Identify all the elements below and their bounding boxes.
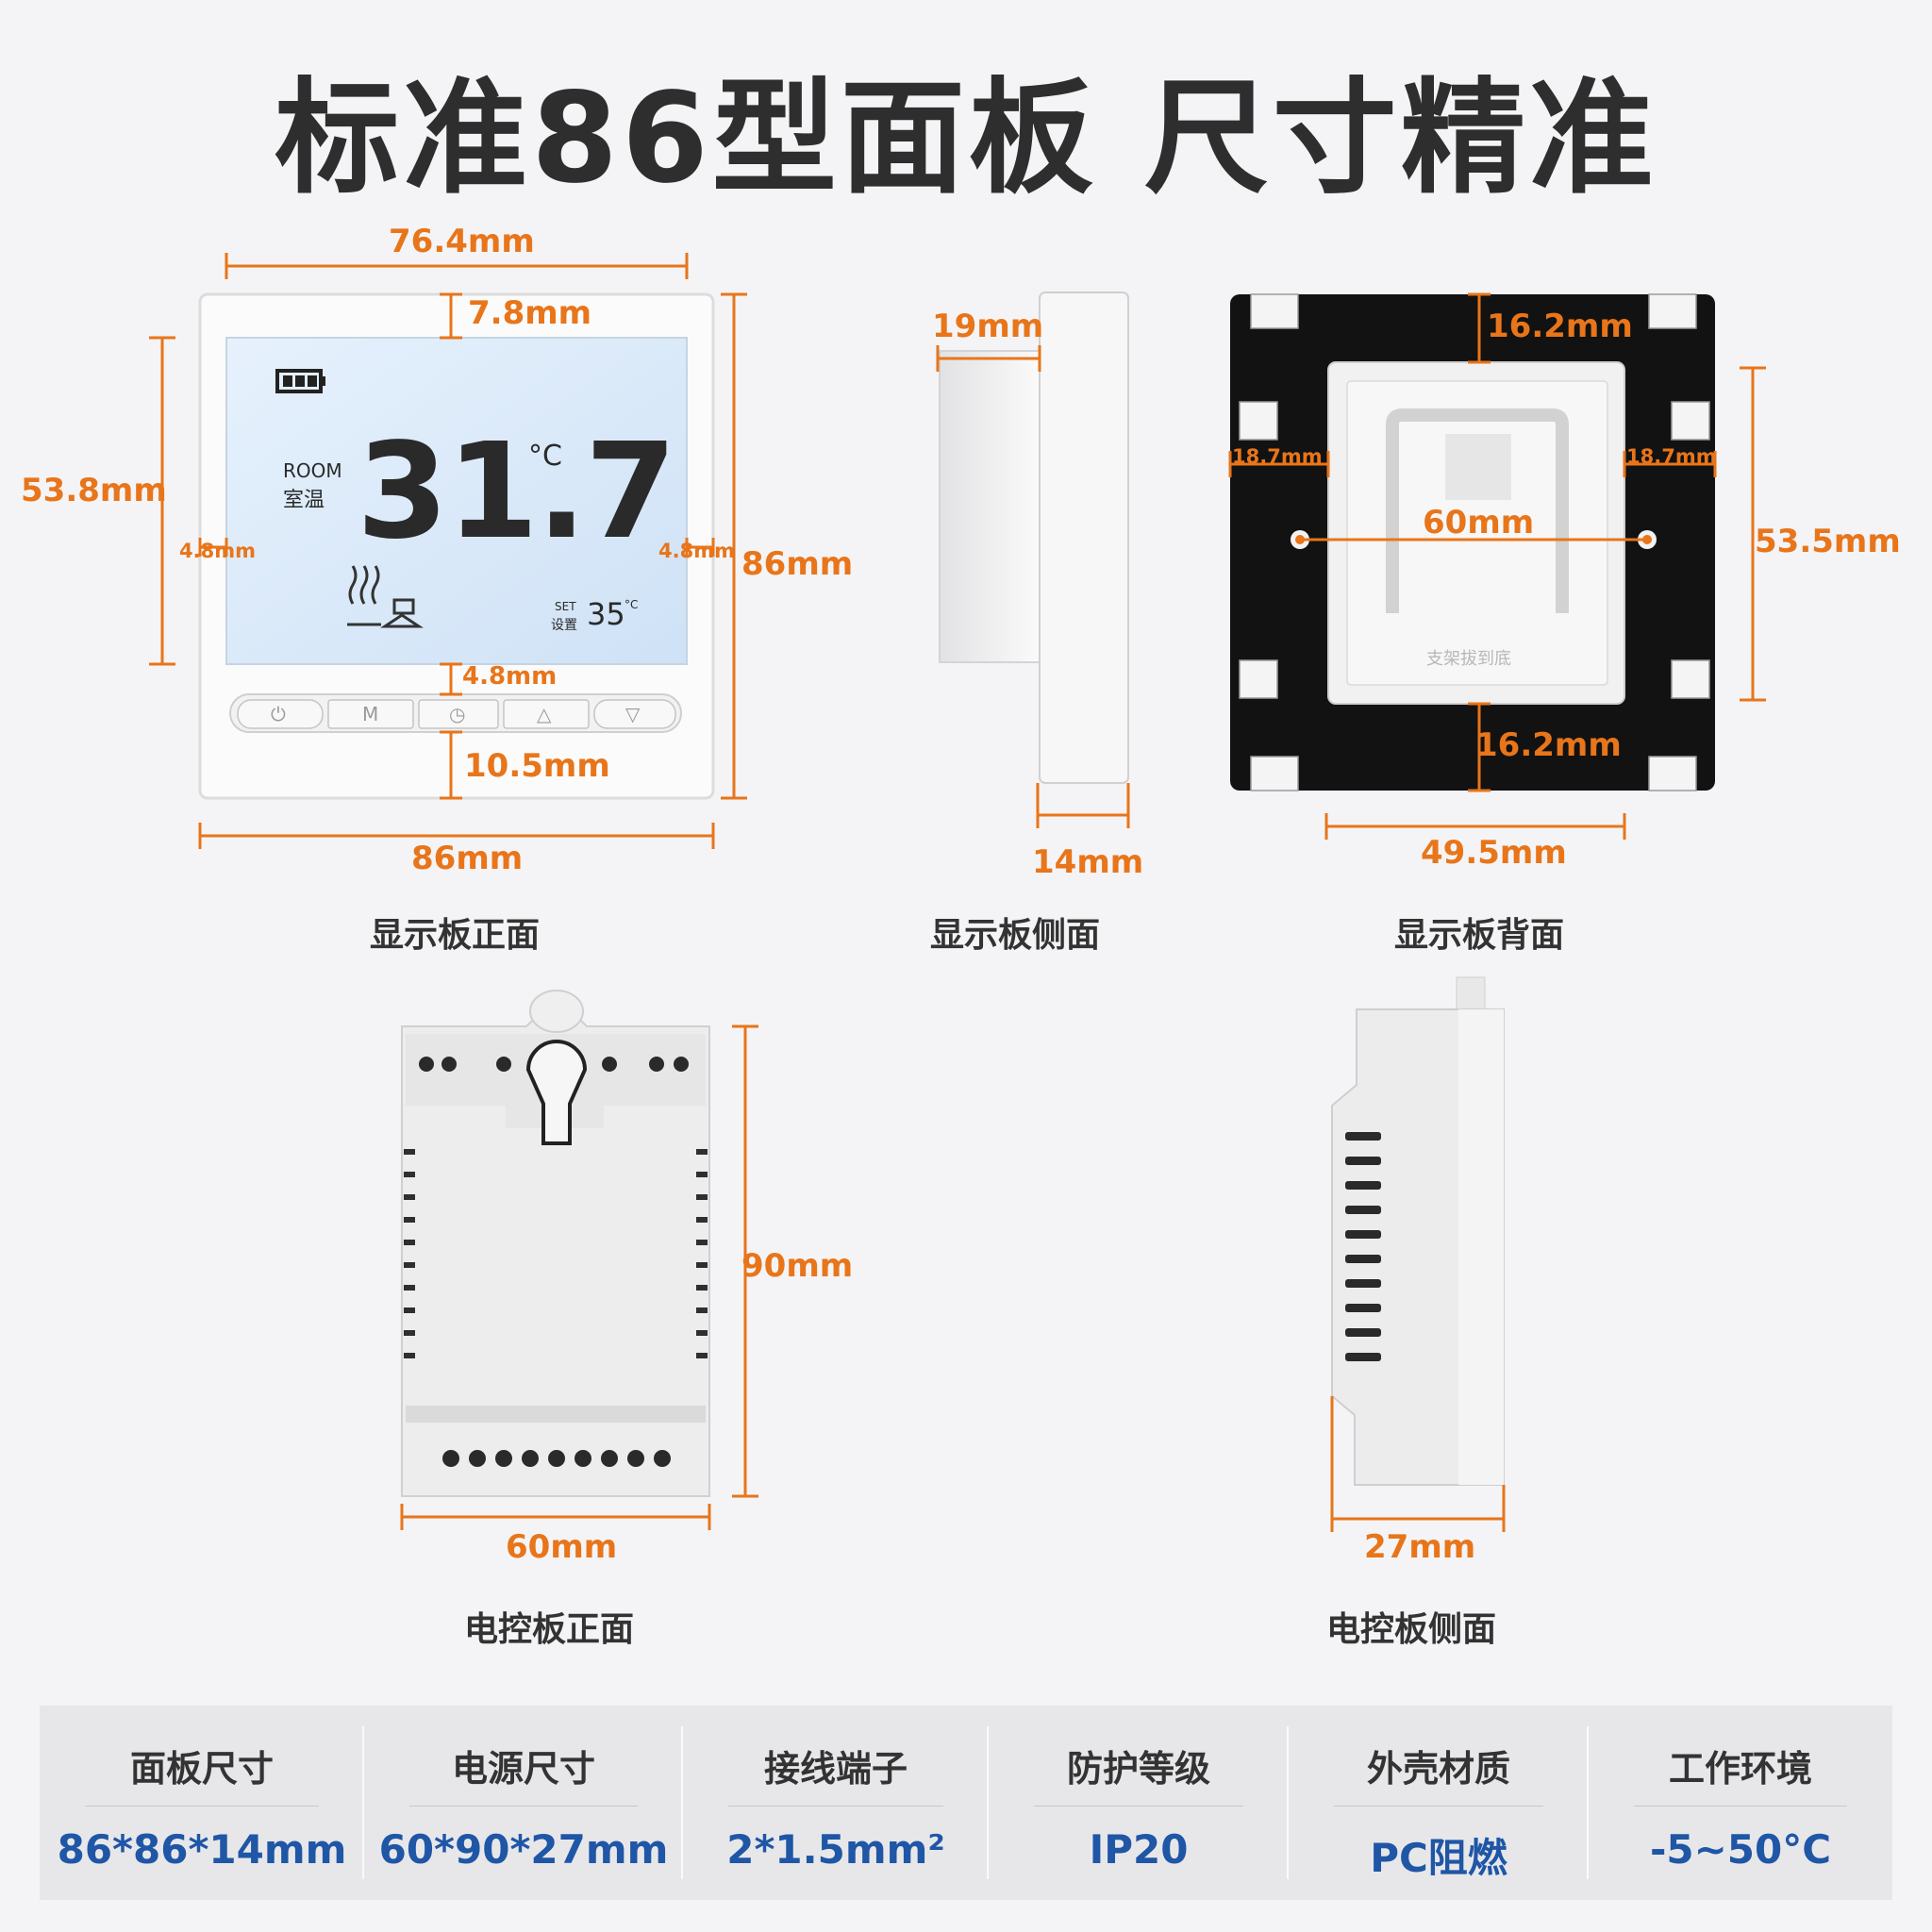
heating-icon (347, 565, 381, 626)
back-top-label: 16.2mm (1487, 308, 1633, 345)
mode-button[interactable]: M (362, 703, 379, 725)
spec-label: 接线端子 (763, 1748, 908, 1790)
valve-icon (380, 598, 424, 628)
page-title: 标准86型面板 尺寸精准 (275, 66, 1657, 211)
lcd-temp-unit: °C (528, 440, 562, 473)
back-imprint-text: 支架拔到底 (1426, 649, 1511, 669)
spec-cell-protection: 防护等级 IP20 (989, 1706, 1289, 1900)
control-front-width-label: 60mm (506, 1528, 618, 1566)
spec-label: 工作环境 (1668, 1748, 1812, 1790)
spec-value: PC阻燃 (1370, 1835, 1507, 1881)
spec-table: 面板尺寸 86*86*14mm 电源尺寸 60*90*27mm 接线端子 2*1… (40, 1706, 1892, 1900)
spec-value: 60*90*27mm (378, 1826, 669, 1873)
back-height-label: 53.5mm (1755, 523, 1901, 560)
vent-slots-right (696, 1149, 708, 1358)
back-left-label: 18.7mm (1232, 445, 1323, 468)
control-board-side-body (1331, 976, 1505, 1486)
side-vent-slots (1345, 1132, 1381, 1361)
spec-value: IP20 (1089, 1826, 1189, 1873)
control-side-dimension-lines (1330, 1396, 1506, 1532)
spec-label: 外壳材质 (1366, 1748, 1510, 1790)
lcd-set-label: SET (555, 600, 576, 613)
control-front-height-label: 90mm (741, 1247, 854, 1285)
spec-label: 防护等级 (1066, 1748, 1210, 1790)
vent-slots-left (404, 1149, 415, 1358)
back-right-label: 18.7mm (1626, 445, 1717, 468)
lcd-room-label: ROOM (283, 459, 342, 482)
lcd-set-unit: °C (625, 598, 639, 611)
control-front-dimension-lines (400, 1024, 758, 1530)
front-screen-height-label: 53.8mm (21, 472, 167, 509)
back-hole-spacing-label: 60mm (1423, 504, 1535, 541)
front-screen-bottom-gap-label: 4.8mm (462, 662, 558, 691)
spec-label: 电源尺寸 (451, 1748, 595, 1790)
back-dimension-lines (1228, 292, 1766, 840)
spec-value: -5~50°C (1649, 1826, 1832, 1873)
lcd-room-label-cn: 室温 (283, 489, 325, 512)
lcd-set-label-cn: 设置 (551, 618, 577, 633)
front-bottom-margin-label: 10.5mm (464, 747, 610, 785)
spec-value: 2*1.5mm² (726, 1826, 945, 1873)
front-height-label: 86mm (741, 545, 854, 583)
control-side-depth-label: 27mm (1364, 1528, 1476, 1566)
lcd-temperature: 31.7 (357, 415, 676, 569)
front-left-margin-label: 4.8mm (179, 540, 256, 562)
side-panel-caption: 显示板侧面 (930, 916, 1101, 955)
spec-cell-panel-size: 面板尺寸 86*86*14mm (40, 1706, 364, 1900)
spec-cell-environment: 工作环境 -5~50°C (1589, 1706, 1892, 1900)
front-dimension-lines (149, 253, 747, 849)
front-screen-width-label: 76.4mm (389, 223, 535, 260)
back-width-label: 49.5mm (1421, 834, 1567, 872)
up-button[interactable]: △ (537, 703, 552, 725)
control-side-caption: 电控板侧面 (1326, 1610, 1497, 1649)
spec-cell-terminal: 接线端子 2*1.5mm² (683, 1706, 989, 1900)
lcd-set-temp: 35 (587, 596, 625, 632)
back-bottom-label: 16.2mm (1475, 726, 1622, 764)
down-button[interactable]: ▽ (625, 703, 641, 725)
control-board-front-body (401, 990, 710, 1497)
front-width-label: 86mm (411, 840, 524, 877)
spec-label: 面板尺寸 (129, 1748, 274, 1790)
spec-value: 86*86*14mm (57, 1826, 347, 1873)
back-panel-caption: 显示板背面 (1394, 916, 1565, 955)
control-front-caption: 电控板正面 (464, 1610, 635, 1649)
back-panel-body (1230, 293, 1715, 791)
side-panel-body (939, 291, 1129, 784)
side-dimension-lines (936, 345, 1130, 828)
front-panel-caption: 显示板正面 (370, 916, 541, 955)
front-top-margin-label: 7.8mm (468, 294, 592, 332)
front-right-margin-label: 4.8mm (658, 540, 735, 562)
side-depth-label: 19mm (932, 308, 1044, 345)
side-thickness-label: 14mm (1032, 843, 1144, 881)
power-button[interactable]: ⏻ (271, 703, 286, 725)
spec-cell-power-size: 电源尺寸 60*90*27mm (364, 1706, 683, 1900)
clock-button[interactable]: ◷ (449, 703, 466, 725)
battery-icon (275, 369, 325, 393)
spec-cell-material: 外壳材质 PC阻燃 (1289, 1706, 1589, 1900)
